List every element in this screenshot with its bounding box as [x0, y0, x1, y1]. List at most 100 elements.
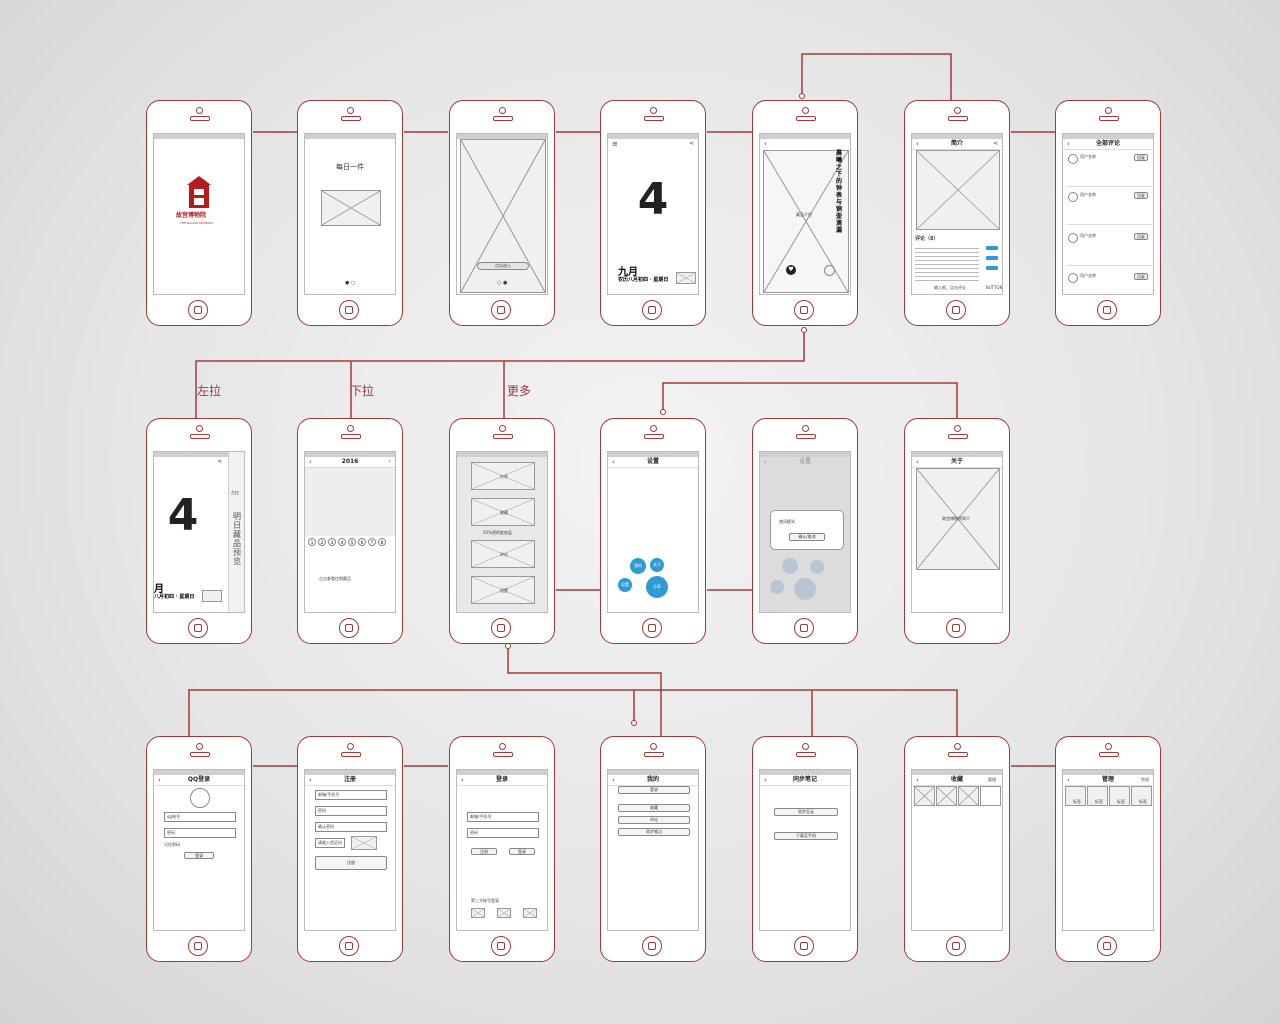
favorite-thumb[interactable] — [958, 786, 979, 806]
home-button — [491, 300, 511, 320]
password-field[interactable]: 密码 — [315, 806, 387, 816]
phone-field[interactable]: 邮箱/手机号 — [467, 812, 539, 822]
back-icon[interactable]: ‹ — [916, 140, 919, 148]
phone-calendar: 2016 ‹ › 1 2 3 4 5 6 7 8 点击查看往期藏品 — [297, 418, 403, 644]
manage-thumb[interactable]: 标签 — [1087, 786, 1108, 806]
speaker-icon — [644, 434, 664, 439]
phone-sync: 同步笔记 ‹ 同步至云 下载至手机 — [752, 736, 858, 962]
back-icon[interactable]: ‹ — [764, 458, 767, 466]
back-icon[interactable]: ‹ — [158, 776, 161, 784]
menu-icon[interactable]: ≡ — [612, 140, 618, 148]
like-button[interactable] — [986, 246, 998, 250]
day-circle[interactable]: 6 — [358, 538, 366, 546]
download-button[interactable]: 下载至手机 — [774, 832, 838, 840]
more-icon[interactable] — [824, 265, 835, 276]
done-link[interactable]: 完成 — [1141, 777, 1149, 782]
thumb-image[interactable] — [676, 272, 696, 284]
dialog-option[interactable]: 夜间模式 — [779, 519, 795, 524]
menu-share[interactable]: 分享 — [471, 462, 535, 490]
prev-icon[interactable]: ‹ — [309, 458, 312, 466]
bubble-about[interactable]: 关于 — [650, 558, 664, 572]
day-circle[interactable]: 5 — [348, 538, 356, 546]
share-icon[interactable]: ⋖ — [688, 140, 694, 147]
manage-thumb[interactable]: 标签 — [1131, 786, 1152, 806]
heart-icon[interactable]: ♥ — [786, 265, 796, 275]
day-circle[interactable]: 1 — [308, 538, 316, 546]
bubble-settings[interactable]: 设置 — [618, 578, 632, 592]
bubble-dimmed — [794, 578, 816, 600]
menu-comment[interactable]: 评论 — [471, 540, 535, 568]
password-field[interactable]: 密码 — [467, 828, 539, 838]
phone-comments: 全部评论 ‹ 用户名称 回复 用户名称 回复 用户名称 回复 用户名称 回复 — [1055, 100, 1161, 326]
reply-button[interactable]: 回复 — [1134, 154, 1148, 161]
back-icon[interactable]: ‹ — [309, 776, 312, 784]
share-icon[interactable]: ⋖ — [992, 140, 998, 147]
back-icon[interactable]: ‹ — [916, 458, 919, 466]
manage-thumb[interactable]: 标签 — [1065, 786, 1086, 806]
login-button[interactable]: 登录 — [184, 852, 214, 859]
manage-link[interactable]: 管理 — [988, 777, 996, 782]
back-icon[interactable]: ‹ — [461, 776, 464, 784]
favorite-thumb[interactable] — [980, 786, 1001, 806]
tag-label: 标签 — [1073, 799, 1081, 804]
send-button[interactable]: BUTTON — [986, 285, 1003, 290]
reply-button[interactable]: 回复 — [1134, 233, 1148, 240]
camera-icon — [1105, 743, 1112, 750]
back-icon[interactable]: ‹ — [916, 776, 919, 784]
speaker-icon — [493, 434, 513, 439]
day-circle[interactable]: 7 — [368, 538, 376, 546]
day-circle[interactable]: 8 — [378, 538, 386, 546]
mine-notes[interactable]: 同步笔记 — [618, 828, 690, 836]
comment-input[interactable]: 输入框，点击评论 — [934, 285, 966, 290]
day-circle[interactable]: 3 — [328, 538, 336, 546]
wechat-icon[interactable] — [471, 908, 485, 918]
phone-field[interactable]: 邮箱/手机号 — [315, 790, 387, 800]
password-field[interactable]: 密码 — [164, 828, 236, 838]
manage-thumb[interactable]: 标签 — [1109, 786, 1130, 806]
menu-settings[interactable]: 设置 — [471, 576, 535, 604]
weibo-icon[interactable] — [523, 908, 537, 918]
remember-checkbox[interactable]: 记住密码 — [164, 842, 180, 847]
captcha-image[interactable] — [351, 836, 377, 850]
next-icon[interactable]: › — [388, 458, 391, 465]
confirm-password-field[interactable]: 确认密码 — [315, 822, 387, 832]
bubble-mine[interactable]: 我的 — [630, 558, 646, 574]
upload-button[interactable]: 同步至云 — [774, 808, 838, 816]
like-button[interactable] — [986, 256, 998, 260]
confirm-button[interactable]: 确认/取消 — [789, 533, 825, 541]
bubble-share[interactable]: 分享 — [646, 576, 668, 598]
reply-button[interactable]: 回复 — [1134, 273, 1148, 280]
account-field[interactable]: qq帐号 — [164, 812, 236, 822]
back-icon[interactable]: ‹ — [764, 140, 767, 148]
big-day: 4 — [637, 174, 669, 225]
register-button[interactable]: 注册 — [471, 848, 497, 855]
favorite-thumb[interactable] — [914, 786, 935, 806]
back-icon[interactable]: ‹ — [1067, 140, 1070, 148]
day-circle[interactable]: 2 — [318, 538, 326, 546]
favorite-thumb[interactable] — [936, 786, 957, 806]
login-button[interactable]: 登录 — [509, 848, 535, 855]
screen-sync: 同步笔记 ‹ 同步至云 下载至手机 — [759, 769, 851, 931]
thumb-image[interactable] — [202, 590, 222, 602]
register-button[interactable]: 注册 — [315, 856, 387, 870]
login-entry[interactable]: 登录 — [618, 786, 690, 794]
bubble-dimmed — [810, 560, 824, 574]
like-button[interactable] — [986, 266, 998, 270]
third-party-label: 第三方帐号登录 — [471, 898, 499, 903]
logo-text: 故宫博物院 — [176, 212, 207, 219]
menu-favorite[interactable]: 收藏 — [471, 498, 535, 526]
mine-favorites[interactable]: 收藏 — [618, 804, 690, 812]
back-icon[interactable]: ‹ — [764, 776, 767, 784]
flow-label-more: 更多 — [507, 384, 532, 398]
share-icon[interactable]: ⋖ — [216, 458, 222, 465]
enter-button[interactable]: 点击进入 — [477, 262, 529, 270]
qq-icon[interactable] — [497, 908, 511, 918]
reply-button[interactable]: 回复 — [1134, 192, 1148, 199]
day-circle[interactable]: 4 — [338, 538, 346, 546]
back-icon[interactable]: ‹ — [612, 458, 615, 466]
back-icon[interactable]: ‹ — [612, 776, 615, 784]
captcha-field[interactable]: 请输入验证码 — [315, 838, 345, 848]
back-icon[interactable]: ‹ — [1067, 776, 1070, 784]
home-button — [946, 618, 966, 638]
mine-comments[interactable]: 评论 — [618, 816, 690, 824]
